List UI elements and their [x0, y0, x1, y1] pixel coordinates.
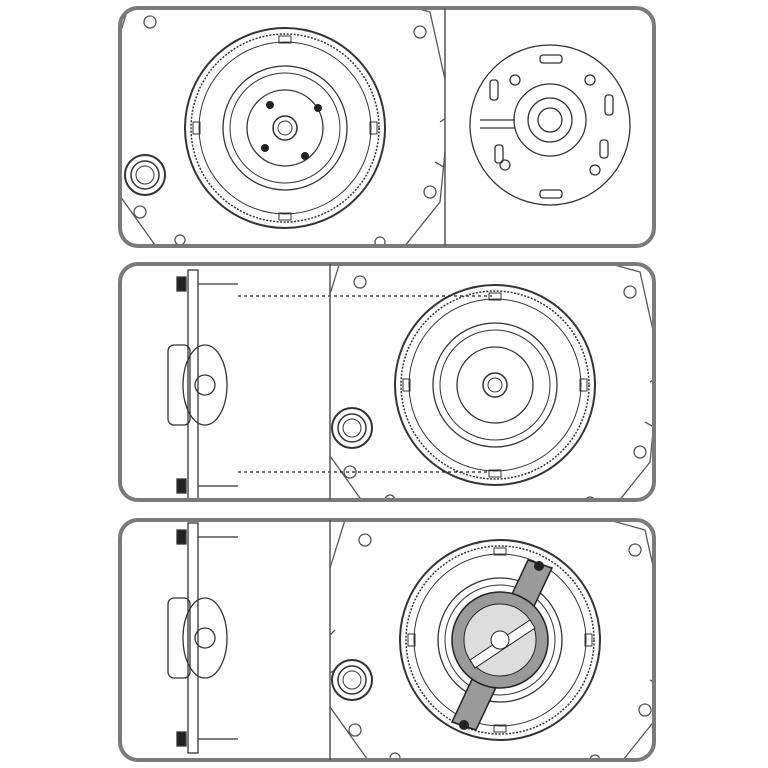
panel-step-2: [118, 262, 656, 502]
special-tool-side-view: [167, 522, 239, 754]
panel-frame: [118, 518, 656, 762]
special-tool-side-view: [167, 269, 239, 501]
alignment-arrows: [238, 295, 492, 473]
installed-tool: [450, 559, 554, 731]
flywheel-view: [330, 264, 654, 500]
panel-frame: [118, 6, 656, 248]
flywheel-bolts: [261, 101, 322, 160]
holding-plate: [469, 44, 631, 206]
panel-step-3: [118, 518, 656, 762]
flywheel-with-tool: [330, 520, 654, 760]
panel-step-1: [118, 6, 656, 248]
flywheel-bolt-view: [120, 8, 445, 246]
panel-frame: [118, 262, 656, 502]
